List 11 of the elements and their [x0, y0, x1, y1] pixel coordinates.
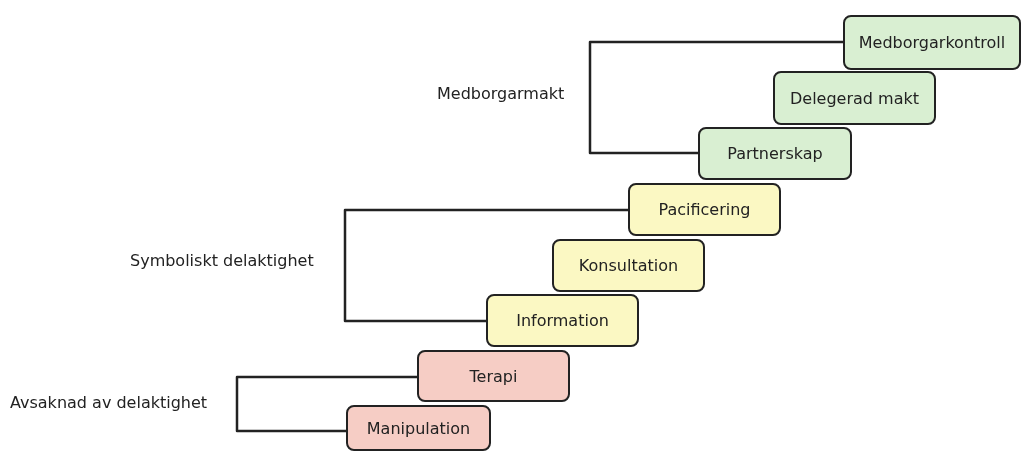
- group-label: Symboliskt delaktighet: [130, 251, 314, 270]
- step-box: Konsultation: [552, 239, 705, 292]
- step-box: Manipulation: [346, 405, 491, 451]
- step-box: Information: [486, 294, 639, 347]
- step-box: Medborgarkontroll: [843, 15, 1021, 70]
- step-box: Pacificering: [628, 183, 781, 236]
- step-box: Partnerskap: [698, 127, 852, 180]
- group-label: Avsaknad av delaktighet: [10, 393, 208, 412]
- group-label: Medborgarmakt: [437, 84, 565, 103]
- step-box: Delegerad makt: [773, 71, 936, 125]
- step-box: Terapi: [417, 350, 570, 402]
